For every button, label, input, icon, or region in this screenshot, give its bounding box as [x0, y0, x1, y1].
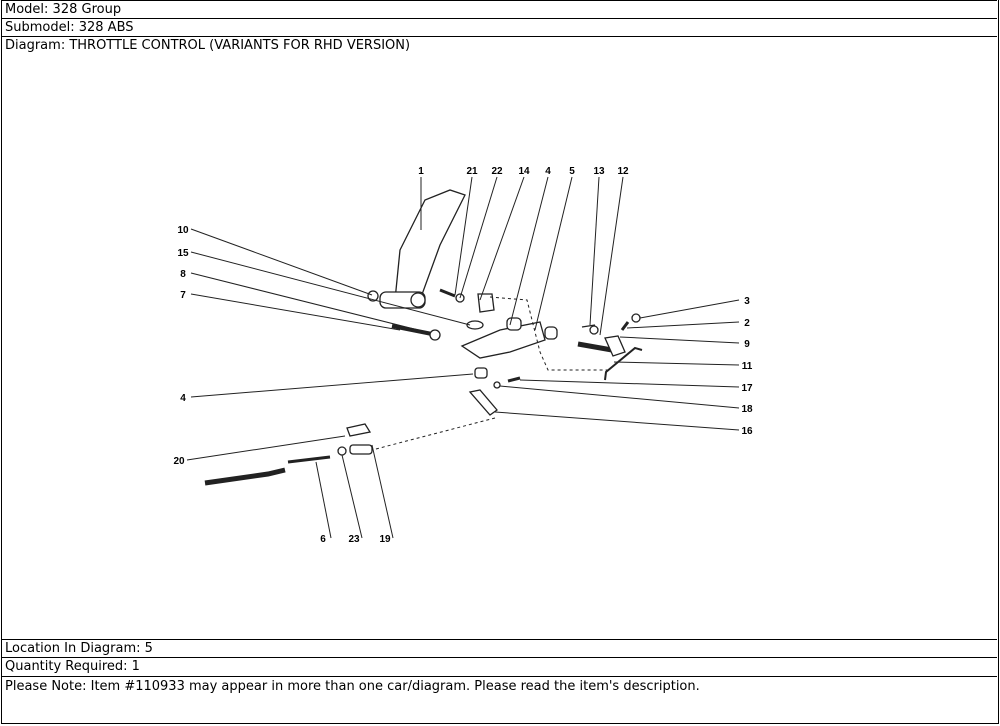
callout-18: 18 — [741, 404, 753, 415]
rod-6 — [287, 455, 331, 464]
callout-19: 19 — [379, 534, 391, 545]
callout-labels: 1 21 22 14 4 5 13 12 10 15 8 7 4 20 6 23 19 3 2 9 11 17 18 16 — [173, 166, 753, 545]
callout-3: 3 — [744, 296, 750, 307]
callout-17: 17 — [741, 383, 753, 394]
callout-21: 21 — [466, 166, 478, 177]
callout-23: 23 — [348, 534, 360, 545]
callout-11: 11 — [742, 361, 753, 372]
submodel-row: Submodel: 328 ABS — [1, 18, 997, 36]
callout-5: 5 — [569, 166, 575, 177]
accelerator-pedal — [394, 189, 466, 301]
callout-22: 22 — [491, 166, 503, 177]
leader-line — [479, 176, 525, 301]
cable — [204, 467, 286, 486]
leader-line — [459, 176, 498, 299]
callout-8: 8 — [180, 269, 186, 280]
leader-line — [509, 176, 549, 326]
callout-14: 14 — [518, 166, 530, 177]
bracket-5 — [460, 321, 546, 359]
leader-line — [315, 461, 332, 539]
rod-11 — [604, 346, 643, 381]
note-row: Please Note: Item #110933 may appear in … — [1, 676, 997, 698]
bush-4 — [474, 367, 488, 379]
leader-line — [190, 251, 471, 326]
leader-line — [190, 272, 431, 334]
callout-4: 4 — [545, 166, 551, 177]
leader-line — [534, 176, 573, 331]
lever-14 — [477, 293, 495, 313]
callout-10: 10 — [177, 225, 189, 236]
callout-7: 7 — [180, 290, 186, 301]
callout-16: 16 — [741, 426, 753, 437]
leader-line — [599, 176, 624, 336]
stud-9 — [577, 341, 613, 353]
bolt-7 — [391, 324, 433, 336]
callout-12: 12 — [617, 166, 629, 177]
leader-line — [190, 293, 401, 331]
leader-line — [190, 373, 474, 398]
callout-1: 1 — [418, 166, 424, 177]
diagram-title-row: Diagram: THROTTLE CONTROL (VARIANTS FOR … — [1, 36, 997, 56]
bolt-21 — [439, 288, 456, 298]
fork-19 — [349, 444, 373, 455]
callout-20: 20 — [173, 456, 185, 467]
quantity-row: Quantity Required: 1 — [1, 657, 997, 676]
callout-4: 4 — [180, 393, 186, 404]
clip-20 — [346, 423, 372, 437]
leader-line — [613, 361, 740, 366]
callout-15: 15 — [177, 248, 189, 259]
callout-6: 6 — [320, 534, 326, 545]
throttle-control-diagram: 1 21 22 14 4 5 13 12 10 15 8 7 4 20 6 23 19 3 2 9 11 17 18 16 — [173, 166, 753, 545]
leader-line — [499, 385, 740, 409]
leader-line — [186, 435, 346, 461]
leader-line — [639, 299, 740, 319]
lever-9 — [604, 335, 626, 357]
leader-line — [371, 444, 394, 539]
leader-line — [519, 379, 740, 388]
model-row: Model: 328 Group — [1, 0, 997, 18]
callout-2: 2 — [744, 318, 750, 329]
parts-drawing — [204, 189, 643, 486]
callout-13: 13 — [593, 166, 605, 177]
leader-line — [626, 321, 740, 329]
location-row: Location In Diagram: 5 — [1, 639, 997, 657]
leader-line — [190, 228, 373, 296]
leader-line — [454, 176, 473, 296]
leader-line — [494, 411, 740, 431]
leader-line — [341, 454, 363, 539]
callout-9: 9 — [744, 339, 750, 350]
lever-16 — [468, 389, 498, 416]
leader-line — [619, 336, 740, 344]
leader-line — [589, 176, 600, 326]
